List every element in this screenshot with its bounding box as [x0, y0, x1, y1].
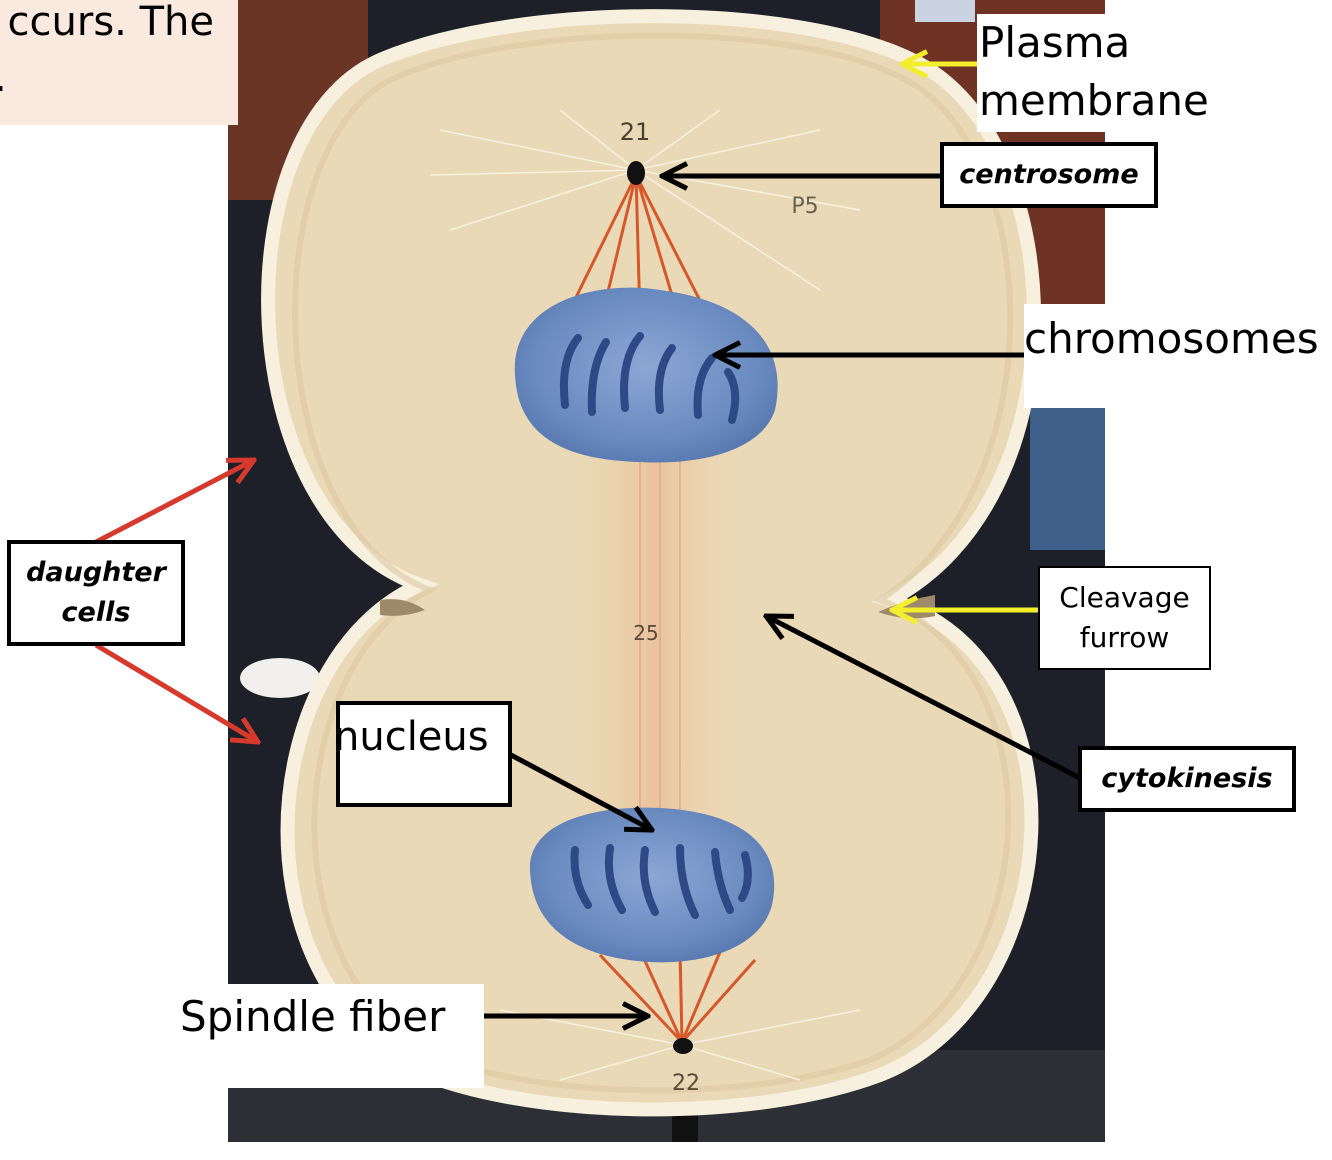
label-spindle-fiber-text: Spindle fiber: [180, 992, 446, 1041]
arrow-cytokinesis: [766, 616, 1082, 781]
model-marking-top: 21: [620, 118, 651, 146]
label-nucleus: nucleus: [336, 701, 512, 807]
label-chromosomes-text: chromosomes: [1024, 314, 1319, 363]
top-nucleus: [514, 287, 778, 463]
arrow-daughter-cell-top: [94, 460, 254, 545]
label-centrosome: centrosome: [940, 142, 1158, 208]
bottom-chromosomes: [570, 844, 752, 919]
arrow-nucleus: [509, 752, 652, 830]
model-marking-middle: 25: [633, 621, 658, 645]
bottom-spindle-fibers: [598, 947, 757, 1044]
top-centrosome-dot: [627, 161, 645, 185]
backdrop-window: [915, 0, 975, 22]
backdrop-blue-panel: [1030, 400, 1105, 550]
label-nucleus-text: nucleus: [336, 714, 489, 760]
label-daughter-cells-line2: cells: [61, 597, 131, 628]
label-daughter-cells-line1: daughter: [26, 557, 166, 588]
top-chromosomes: [559, 332, 740, 424]
label-cytokinesis-text: cytokinesis: [1101, 763, 1273, 794]
midbody-spindle: [560, 440, 750, 840]
label-spindle-fiber: Spindle fiber: [172, 984, 484, 1088]
label-plasma-membrane-line1: Plasma: [979, 18, 1131, 67]
label-centrosome-text: centrosome: [959, 159, 1139, 190]
label-cleavage-furrow-line2: furrow: [1079, 621, 1170, 654]
intro-text-box: ccurs. The .: [0, 0, 238, 125]
intro-text-line1: ccurs. The: [7, 0, 214, 45]
left-furrow-notch: [380, 599, 425, 616]
bottom-nucleus: [529, 807, 775, 963]
label-chromosomes: chromosomes: [1024, 304, 1324, 408]
bottom-centrosome-dot: [673, 1038, 693, 1054]
bottom-aster-rays: [499, 1009, 861, 1081]
model-marking-bottom: 22: [672, 1071, 700, 1096]
model-marking-side: P5: [791, 194, 818, 219]
label-cleavage-furrow: Cleavage furrow: [1038, 566, 1211, 670]
label-plasma-membrane-line2: membrane: [979, 76, 1209, 125]
intro-text-line2: .: [0, 50, 7, 106]
arrow-daughter-cell-bottom: [94, 642, 258, 742]
label-cytokinesis: cytokinesis: [1078, 746, 1296, 812]
label-plasma-membrane: Plasma membrane: [977, 14, 1209, 132]
label-cleavage-furrow-line1: Cleavage: [1059, 581, 1190, 614]
label-daughter-cells: daughter cells: [7, 540, 185, 646]
white-object: [240, 658, 320, 698]
